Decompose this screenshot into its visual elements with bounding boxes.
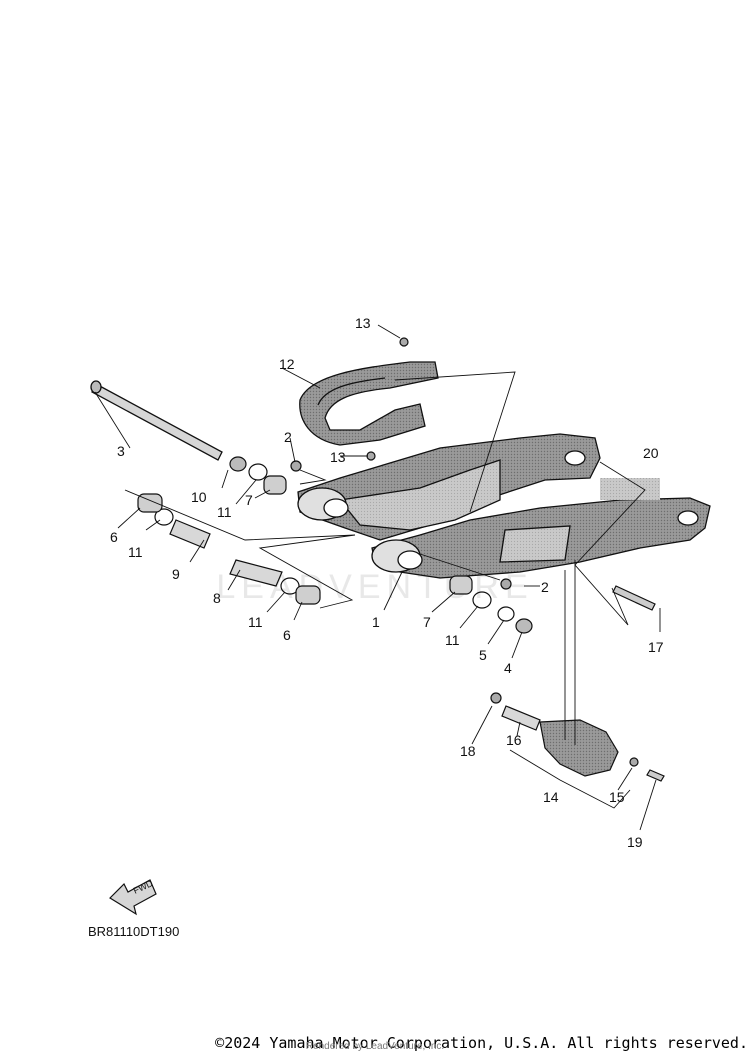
callout-13: 13: [330, 449, 346, 465]
swingarm: [297, 433, 711, 579]
callout-3: 3: [117, 443, 125, 459]
pivot-shaft: [90, 380, 223, 461]
callout-4: 4: [504, 660, 512, 676]
callout-11: 11: [248, 614, 263, 630]
callout-6: 6: [110, 529, 118, 545]
callout-2: 2: [284, 429, 292, 445]
callout-20: 20: [643, 445, 659, 461]
callout-17: 17: [648, 639, 664, 655]
callout-12: 12: [279, 356, 295, 372]
warning-label: [600, 478, 660, 500]
callout-1: 1: [372, 614, 380, 630]
callout-11: 11: [445, 632, 460, 648]
callout-11: 11: [128, 544, 143, 560]
callout-16: 16: [506, 732, 522, 748]
callouts: 1 2 2 3 4 5 6 6 7 7 8 9 10 11 11 11 11 1…: [110, 315, 664, 850]
fwd-arrow-icon: FWD: [109, 878, 157, 916]
chain-guide: [299, 361, 439, 446]
copyright-notice: ©2024 Yamaha Motor Corporation, U.S.A. A…: [215, 1034, 748, 1052]
callout-2: 2: [541, 579, 549, 595]
callout-5: 5: [479, 647, 487, 663]
callout-6: 6: [283, 627, 291, 643]
callout-7: 7: [423, 614, 431, 630]
diagram-code: BR81110DT190: [88, 924, 180, 939]
callout-8: 8: [213, 590, 221, 606]
chain-slider: [539, 719, 619, 777]
callout-18: 18: [460, 743, 476, 759]
bushings-and-collars: [137, 337, 665, 782]
callout-14: 14: [543, 789, 559, 805]
callout-13: 13: [355, 315, 371, 331]
callout-10: 10: [191, 489, 207, 505]
callout-9: 9: [172, 566, 180, 582]
callout-15: 15: [609, 789, 625, 805]
leader-lines: [94, 324, 661, 831]
callout-19: 19: [627, 834, 643, 850]
callout-7: 7: [245, 492, 253, 508]
callout-11: 11: [217, 504, 232, 520]
